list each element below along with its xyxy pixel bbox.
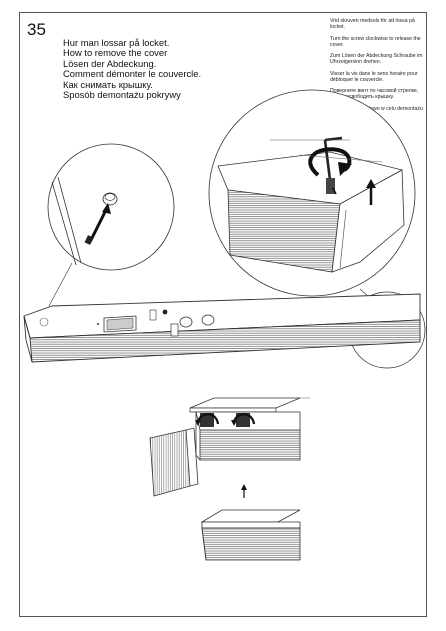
title-german: Lösen der Abdeckung. (63, 57, 157, 69)
step-number: 35 (27, 20, 46, 39)
zoom-circle-screw-detail (47, 143, 175, 271)
title-french: Comment démonter le couvercle. (63, 68, 202, 80)
title-swedish: Hur man lossar på locket. (63, 37, 170, 48)
title-english: How to remove the cover (63, 47, 168, 59)
page-frame (19, 12, 427, 617)
instruction-english: Turn the screw clockwise to release the … (330, 35, 421, 48)
instruction-german: Zum Lösen der Abdeckung Schraube im Uhrz… (330, 53, 423, 65)
zoom-circle-cover-release (208, 89, 416, 297)
cover-removal-diagram (149, 397, 310, 561)
title-polish: Sposób demontażu pokrywy (63, 89, 181, 101)
hood-unit-full (23, 293, 421, 363)
instruction-french: Visser la vis dans le sens horaire pour … (330, 70, 418, 83)
instruction-russian: Поверните винт по часовой стрелке, чтобы… (330, 88, 419, 100)
instruction-swedish: Vrid skruven medsols för att lossa på lo… (330, 18, 415, 30)
title-russian: Как снимать крышку. (63, 78, 153, 90)
title-block: Hur man lossar på locket. How to remove … (63, 37, 202, 101)
